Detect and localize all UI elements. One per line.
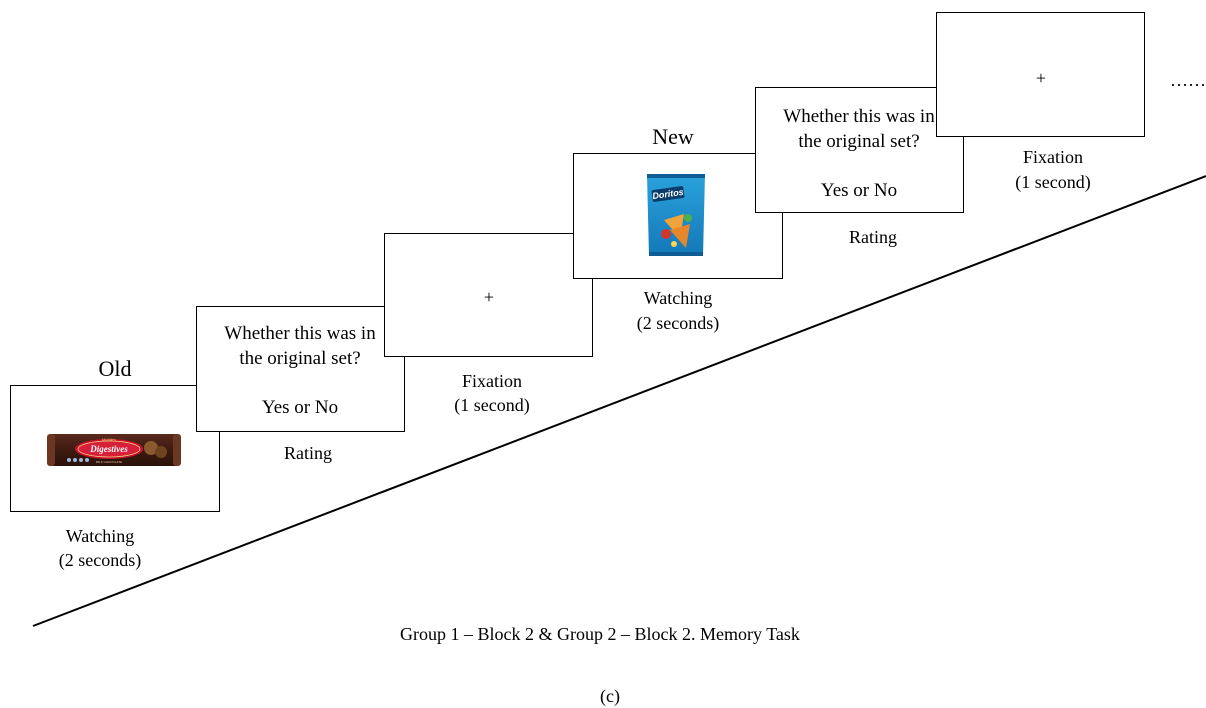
- fixation-label-1: Fixation: [461, 371, 522, 391]
- watching-duration-1: (2 seconds): [58, 550, 142, 570]
- watching-screen-old: Digestives McVitie's MILK CHOCOLATE: [10, 385, 220, 512]
- svg-text:MILK CHOCOLATE: MILK CHOCOLATE: [96, 460, 122, 464]
- fixation-cross-1: +: [483, 287, 495, 307]
- svg-text:Doritos: Doritos: [652, 187, 685, 201]
- rating-answer-1: Yes or No: [261, 397, 339, 418]
- rating-question-1: Whether this was in the original set?: [224, 323, 376, 369]
- svg-text:Digestives: Digestives: [89, 444, 128, 454]
- fixation-cross-2: +: [1035, 68, 1047, 88]
- rating-label-2: Rating: [849, 227, 897, 247]
- fixation-duration-1: (1 second): [454, 395, 530, 415]
- rating-question-2: Whether this was in the original set?: [783, 106, 935, 152]
- old-label: Old: [98, 356, 132, 381]
- new-label: New: [652, 124, 694, 149]
- watching-screen-new: Doritos: [573, 153, 783, 279]
- doritos-package-image: Doritos: [647, 174, 705, 256]
- panel-label: (c): [600, 686, 620, 706]
- watching-label-1: Watching: [65, 526, 135, 546]
- fixation-label-2: Fixation: [1022, 147, 1083, 167]
- svg-text:McVitie's: McVitie's: [102, 438, 116, 442]
- rating-label-1: Rating: [284, 443, 332, 463]
- rating-screen-2: Whether this was in the original set? Ye…: [755, 87, 964, 213]
- continuation-ellipsis: ……: [1170, 70, 1206, 90]
- fixation-screen-2: +: [936, 12, 1145, 137]
- fixation-duration-2: (1 second): [1015, 172, 1091, 192]
- watching-duration-2: (2 seconds): [636, 313, 720, 333]
- rating-screen-1: Whether this was in the original set? Ye…: [196, 306, 405, 432]
- fixation-screen-1: +: [384, 233, 593, 357]
- watching-label-2: Watching: [643, 288, 713, 308]
- figure-caption: Group 1 – Block 2 & Group 2 – Block 2. M…: [400, 624, 800, 644]
- rating-answer-2: Yes or No: [820, 180, 898, 201]
- digestives-package-image: Digestives McVitie's MILK CHOCOLATE: [47, 434, 181, 466]
